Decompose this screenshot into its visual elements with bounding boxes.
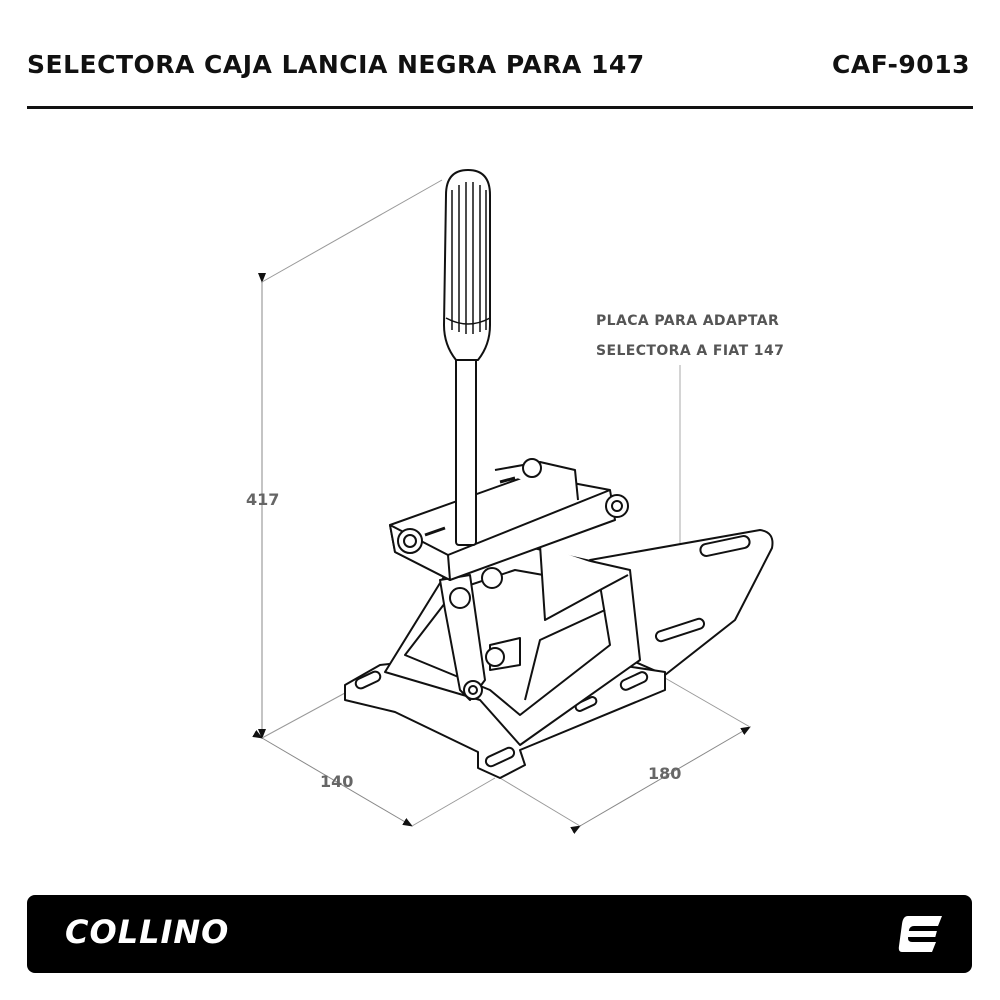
- product-code: CAF-9013: [832, 50, 970, 79]
- footer-bar: COLLINO: [27, 895, 972, 973]
- dimension-width-label: 140: [320, 772, 354, 791]
- dimension-height-label: 417: [246, 490, 280, 509]
- callout-line-1: PLACA PARA ADAPTAR: [596, 313, 780, 329]
- dimension-lines: [252, 179, 751, 834]
- callout-line-2: SELECTORA A FIAT 147: [596, 343, 785, 359]
- shift-knob: [443, 169, 491, 361]
- brand-logo-text: COLLINO: [65, 913, 230, 951]
- callout-text: PLACA PARA ADAPTAR SELECTORA A FIAT 147: [596, 306, 784, 366]
- header-divider: [27, 106, 973, 109]
- page-title: SELECTORA CAJA LANCIA NEGRA PARA 147: [27, 50, 645, 79]
- bolt-heads: [397, 458, 629, 589]
- shift-lever-shaft: [455, 344, 477, 546]
- collino-c-logo-icon: [898, 916, 942, 952]
- selector-mechanism: [344, 169, 774, 779]
- link-plate: [439, 574, 486, 701]
- dimension-length-label: 180: [648, 764, 682, 783]
